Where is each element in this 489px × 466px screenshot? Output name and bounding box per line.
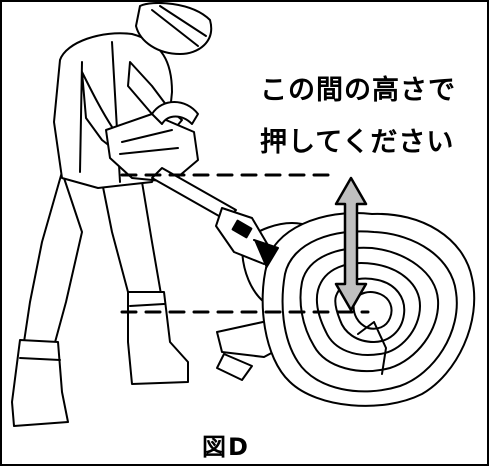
height-reference-lines [120,173,370,314]
figure-label: 図D [202,433,250,461]
chainsaw [105,101,279,269]
double-headed-arrow-icon [334,176,368,312]
worker [11,2,213,427]
instruction-line-1: この間の高さで [260,75,456,106]
instruction-line-2: 押してください [260,127,455,158]
